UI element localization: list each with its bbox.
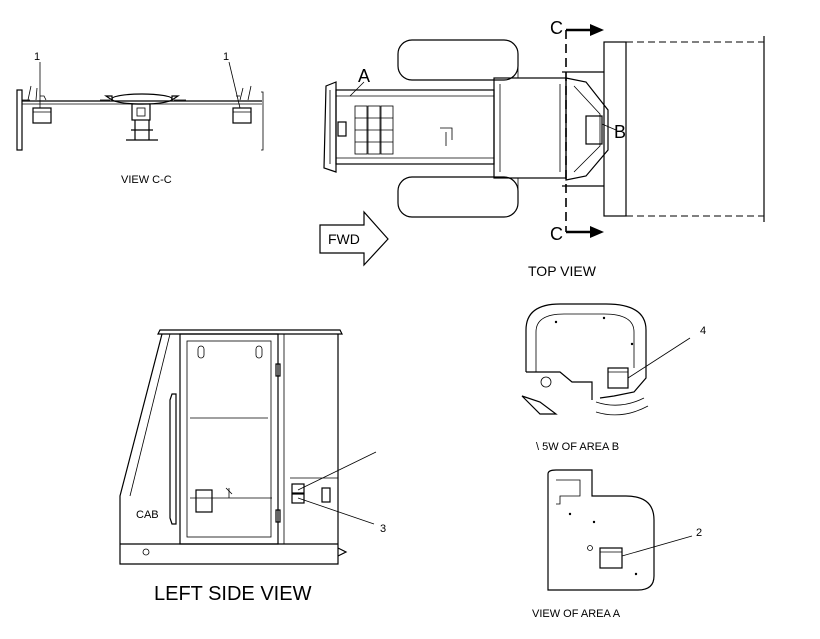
view-area-a-diagram: [547, 469, 693, 591]
callout-4: 4: [700, 325, 706, 337]
view-cc-diagram: [16, 61, 264, 151]
section-label-c-top: C: [550, 18, 563, 38]
callout-1-left: 1: [34, 51, 40, 63]
callout-1-right: 1: [223, 51, 229, 63]
view-area-a-caption: VIEW OF AREA A: [532, 608, 621, 620]
callout-3: 3: [380, 523, 386, 535]
view-cc-caption: VIEW C-C: [121, 174, 172, 186]
label-point-a: A: [358, 66, 370, 86]
label-point-b: B: [614, 122, 626, 142]
left-side-view-diagram: [119, 329, 377, 565]
top-view-caption: TOP VIEW: [528, 263, 597, 279]
left-side-view-caption: LEFT SIDE VIEW: [154, 583, 312, 605]
fwd-label: FWD: [328, 231, 360, 247]
callout-2: 2: [696, 527, 702, 539]
cab-label: CAB: [136, 509, 159, 521]
view-area-b-caption: \ 5W OF AREA B: [536, 441, 619, 453]
section-label-c-bottom: C: [550, 224, 563, 244]
view-area-b-diagram: [521, 303, 691, 416]
fwd-arrow: [319, 210, 389, 267]
top-view-diagram: [323, 24, 765, 238]
